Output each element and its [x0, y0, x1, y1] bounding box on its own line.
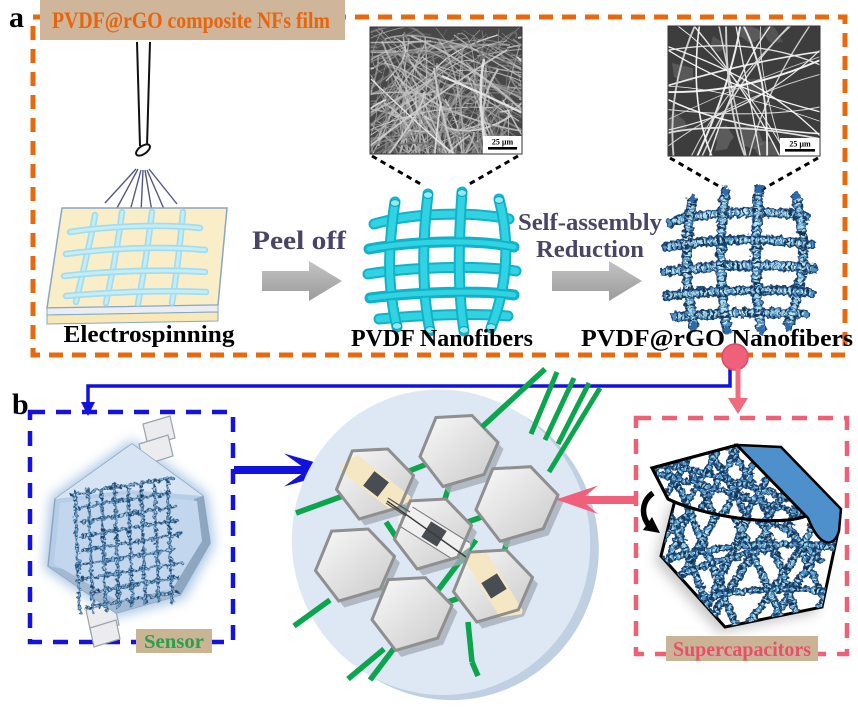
- svg-text:Electrospinning: Electrospinning: [64, 322, 235, 348]
- svg-text:Peel off: Peel off: [252, 226, 346, 255]
- svg-text:Sensor: Sensor: [144, 631, 204, 653]
- svg-text:Self-assembly: Self-assembly: [518, 210, 662, 236]
- svg-text:25 µm: 25 µm: [789, 140, 811, 149]
- svg-text:PVDF@rGO composite NFs film: PVDF@rGO composite NFs film: [52, 8, 330, 34]
- svg-text:PVDF Nanofibers: PVDF Nanofibers: [351, 326, 533, 352]
- svg-text:a: a: [9, 1, 24, 34]
- svg-text:Reduction: Reduction: [536, 237, 644, 263]
- svg-text:b: b: [12, 388, 29, 421]
- svg-text:25 µm: 25 µm: [492, 138, 514, 147]
- svg-text:Supercapacitors: Supercapacitors: [673, 637, 811, 661]
- svg-text:PVDF@rGO Nanofibers: PVDF@rGO Nanofibers: [581, 326, 853, 352]
